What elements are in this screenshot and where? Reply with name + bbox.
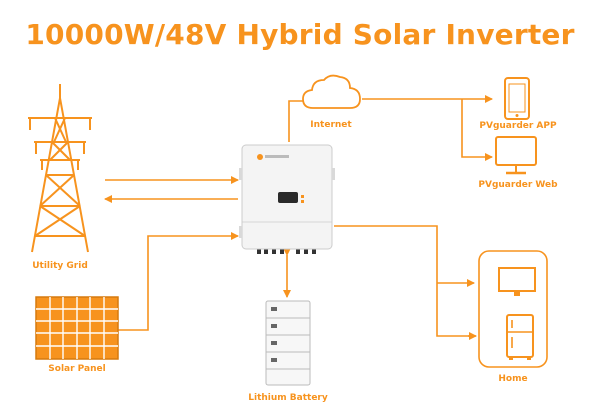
monitor-icon: [495, 136, 537, 175]
fridge-icon: [506, 314, 534, 360]
connections: [104, 95, 493, 340]
label-pvguarder-app: PVguarder APP: [479, 121, 557, 131]
home-appliances-icon: [478, 250, 548, 368]
label-solar-panel: Solar Panel: [48, 364, 106, 374]
tv-icon: [498, 267, 536, 296]
label-pvguarder-web: PVguarder Web: [478, 180, 558, 190]
line-inverter-to-internet: [288, 100, 303, 142]
arrow-internet-to-web: [461, 99, 493, 161]
diagram-title: 10000W/48V Hybrid Solar Inverter: [25, 18, 575, 51]
transmission-tower-icon: [28, 84, 92, 253]
arrow-solar-to-inverter: [118, 232, 239, 331]
line-inverter-to-home: [334, 225, 474, 337]
label-lithium-battery: Lithium Battery: [248, 393, 328, 403]
label-home: Home: [498, 374, 528, 384]
cloud-icon: [302, 74, 361, 109]
label-utility-grid: Utility Grid: [32, 261, 88, 271]
label-internet: Internet: [310, 120, 352, 130]
solar-panel-icon: [35, 296, 119, 360]
inverter-device: [239, 144, 335, 254]
battery-stack: [265, 300, 311, 386]
smartphone-icon: [504, 77, 530, 120]
